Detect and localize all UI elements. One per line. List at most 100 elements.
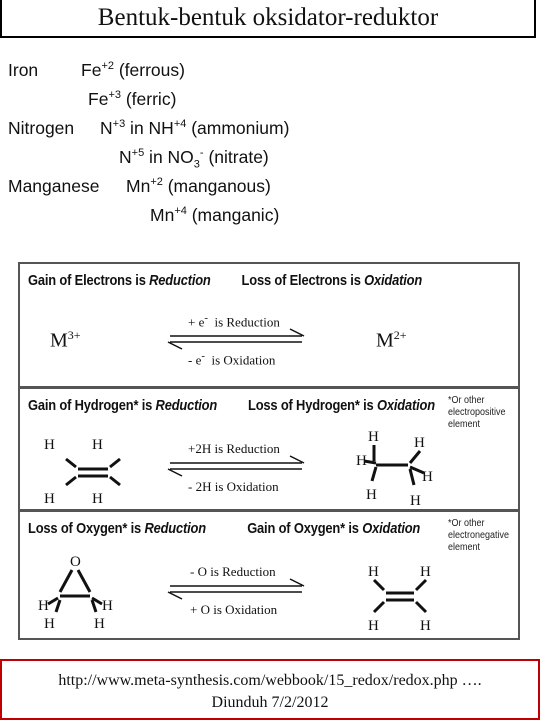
source-footer: http://www.meta-synthesis.com/webbook/15… [0,659,540,720]
charge: 3+ [67,328,81,342]
atom-h: H [102,598,113,614]
charge: - [199,147,204,160]
note-line: electronegative [448,530,510,541]
charge: +4 [174,205,187,218]
ethene-structure [372,578,428,614]
ox-row-mn4: Mn+4 (manganic) [150,205,279,226]
species-letter: M [376,329,394,352]
equilibrium-arrows [167,578,305,600]
electron-mark: - [204,312,208,324]
atom-h: H [414,435,425,451]
atom-h: H [44,491,55,507]
header-emphasis: Reduction [144,520,206,537]
charge: +3 [108,89,121,102]
ox-row-fe2: Fe+2 (ferrous) [81,60,185,81]
reaction-term: + e [188,314,205,330]
element-label: Iron [8,60,39,80]
species: Mn [126,176,151,196]
oxygen-reverse-label: + O is Oxidation [190,602,278,617]
header-emphasis: Reduction [155,397,218,414]
equilibrium-arrows [167,455,305,477]
header-emphasis: Reduction [149,272,211,289]
state-name: (ferrous) [118,60,185,80]
atom-h: H [94,616,105,632]
oxygen-diagram: O H H H H H H H H [38,554,431,634]
page-title: Bentuk-bentuk oksidator-reduktor [97,4,439,31]
header-text: Gain of Electrons is [28,272,150,289]
reaction-term: - e [188,352,202,368]
atom-h: H [92,437,103,453]
atom-h: H [420,564,431,580]
m3-species: M3+ [50,328,81,353]
oxygen-footnote: *Or other electronegative element [448,518,509,554]
charge: 2+ [393,328,407,342]
state-name: (ferric) [125,89,177,109]
subscript: 3 [193,158,200,171]
connector: in NH [125,118,174,138]
atom-o: O [70,554,81,570]
header-text: Loss of Hydrogen* is [247,397,377,414]
species: N [100,118,113,138]
hydrogen-footnote: *Or other electropositive element [448,395,506,431]
species: Mn [150,205,175,225]
species: N [119,147,132,167]
atom-h: H [368,618,379,634]
connector: in NO [144,147,194,167]
ox-row-mn2: Mn+2 (manganous) [126,176,271,197]
epoxide-structure [47,569,103,613]
atom-h: H [368,564,379,580]
species: Fe [81,60,102,80]
atom-labels: O H H H H H H H H [38,554,431,634]
oxygen-forward-label: - O is Reduction [190,564,276,579]
ethane-structure [363,445,425,486]
charge: +4 [173,118,187,131]
atom-h: H [92,491,103,507]
atom-h: H [366,487,377,503]
note-line: element [448,419,481,430]
element-label: Nitrogen [8,118,75,138]
note-line: element [448,542,481,553]
reaction-label: is Reduction [214,314,280,330]
header-text: Loss of Electrons is [241,272,365,289]
hydrogen-panel: Gain of Hydrogen* is Reduction Loss of H… [18,387,520,511]
atom-labels: H H H H H H H H H H [44,429,433,509]
charge: +2 [101,60,114,73]
header-text: Gain of Oxygen* is [247,520,363,537]
atom-h: H [368,429,379,445]
element-label: Manganese [8,176,100,196]
atom-h: H [44,616,55,632]
ox-row-iron-label: Iron [8,60,38,81]
atom-h: H [422,469,433,485]
header-emphasis: Oxidation [364,272,423,289]
charge: +2 [150,176,163,189]
state-name: (nitrate) [203,147,269,167]
state-name: (ammonium) [186,118,290,138]
hydrogen-reverse-label: - 2H is Oxidation [188,479,279,494]
electron-forward-label: + e- is Reduction [188,312,280,330]
header-text: Gain of Hydrogen* is [28,397,156,414]
oxygen-panel-header: Loss of Oxygen* is Reduction Gain of Oxy… [28,520,420,537]
ox-row-manganese-label: Manganese [8,176,99,197]
ethene-structure [65,457,121,487]
ox-row-nitrogen-label: Nitrogen [8,118,74,139]
state-name: (manganic) [191,205,280,225]
atom-h: H [356,453,367,469]
source-url[interactable]: http://www.meta-synthesis.com/webbook/15… [58,672,482,689]
header-emphasis: Oxidation [376,397,435,414]
electron-reverse-label: - e- is Oxidation [188,350,275,368]
electron-panel-header: Gain of Electrons is Reduction Loss of E… [28,272,422,289]
atom-h: H [410,493,421,509]
electron-mark: - [201,350,205,362]
hydrogen-panel-header: Gain of Hydrogen* is Reduction Loss of H… [28,397,435,414]
hydrogen-forward-label: +2H is Reduction [188,441,280,456]
charge: +3 [112,118,126,131]
download-date: Diunduh 7/2/2012 [211,694,329,711]
electron-panel: Gain of Electrons is Reduction Loss of E… [18,262,520,388]
header-emphasis: Oxidation [362,520,421,537]
note-line: electropositive [448,407,506,418]
ox-row-n5: N+5 in NO3- (nitrate) [119,147,269,171]
header-text: Loss of Oxygen* is [28,520,145,537]
note-line: *Or other [448,395,485,406]
species-letter: M [50,329,68,352]
m2-species: M2+ [376,328,407,353]
